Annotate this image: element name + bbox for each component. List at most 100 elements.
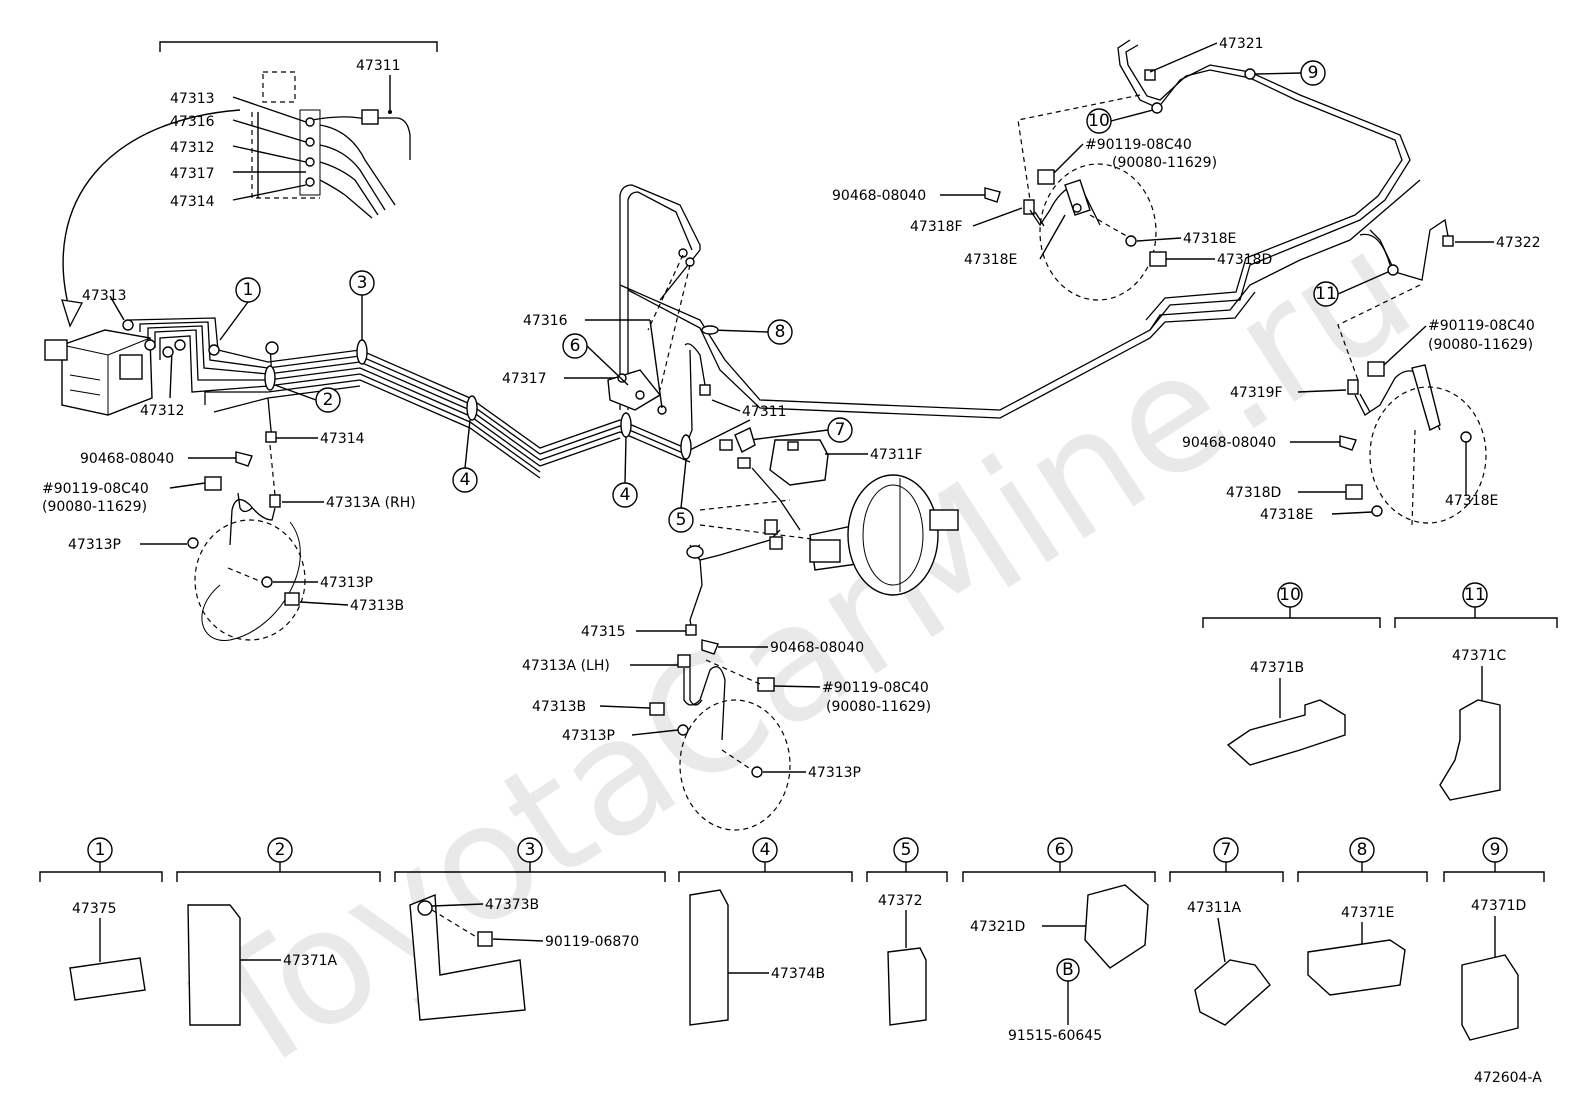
arrow-head-icon <box>61 299 83 328</box>
svg-text:10: 10 <box>1088 111 1110 131</box>
label-47317-mid: 47317 <box>502 371 547 387</box>
svg-text:9: 9 <box>1308 63 1319 83</box>
label-47311A: 47311A <box>1187 900 1242 916</box>
callout-3: 3 <box>349 270 375 296</box>
label-47316-mid: 47316 <box>523 313 568 329</box>
label-47313P-center-2: 47313P <box>808 765 861 781</box>
callout-6: 6 <box>562 333 588 359</box>
svg-text:4: 4 <box>460 470 471 490</box>
label-90468-center: 90468-08040 <box>770 640 864 656</box>
label-90468-top-right: 90468-08040 <box>832 188 926 204</box>
label-47371D: 47371D <box>1471 898 1526 914</box>
label-47311-inset: 47311 <box>356 58 401 74</box>
label-47313B-center: 47313B <box>532 699 586 715</box>
svg-text:2: 2 <box>275 840 286 860</box>
svg-text:5: 5 <box>676 510 687 530</box>
callout-10-top: 10 <box>1086 108 1112 134</box>
svg-text:2: 2 <box>323 390 334 410</box>
abs-actuator <box>44 329 153 416</box>
label-47373B: 47373B <box>485 897 539 913</box>
label-47374B: 47374B <box>771 966 825 982</box>
label-47313A-LH: 47313A (LH) <box>522 658 610 674</box>
label-47311-mid: 47311 <box>742 404 787 420</box>
label-47312-inset: 47312 <box>170 140 215 156</box>
label-47313P-left-2: 47313P <box>320 575 373 591</box>
svg-text:11: 11 <box>1464 585 1486 605</box>
label-47313B-left: 47313B <box>350 598 404 614</box>
callout-5: 5 <box>668 507 694 533</box>
svg-text:11: 11 <box>1315 284 1337 304</box>
svg-text:6: 6 <box>1055 840 1066 860</box>
label-90119-left: #90119-08C40 <box>42 481 149 497</box>
label-90119-06870: 90119-06870 <box>545 934 639 950</box>
label-47313A-RH: 47313A (RH) <box>326 495 416 511</box>
bracket-group-3: 3 <box>394 837 666 882</box>
callout-7: 7 <box>827 417 853 443</box>
label-90119-center: #90119-08C40 <box>822 680 929 696</box>
label-47316-inset: 47316 <box>170 114 215 130</box>
label-47321: 47321 <box>1219 36 1264 52</box>
callout-4-left: 4 <box>452 467 478 493</box>
label-47318D-2: 47318D <box>1226 485 1281 501</box>
svg-text:10: 10 <box>1279 585 1301 605</box>
label-47319F: 47319F <box>1230 385 1283 401</box>
bracket-group-1: 1 <box>39 837 163 882</box>
label-47312-abs: 47312 <box>140 403 185 419</box>
bracket-group-7: 7 <box>1169 837 1284 882</box>
label-90080-top-right: (90080-11629) <box>1112 155 1217 171</box>
bracket-group-2: 2 <box>176 837 381 882</box>
label-47318F: 47318F <box>910 219 963 235</box>
bracket-group-4: 4 <box>678 837 853 882</box>
label-47318D-1: 47318D <box>1217 252 1272 268</box>
label-47371A: 47371A <box>283 953 338 969</box>
label-47313P-center-1: 47313P <box>562 728 615 744</box>
svg-text:1: 1 <box>243 280 254 300</box>
inset-abs-connections <box>159 41 438 219</box>
label-47371B: 47371B <box>1250 660 1304 676</box>
label-90468-right: 90468-08040 <box>1182 435 1276 451</box>
label-47313-abs: 47313 <box>82 288 127 304</box>
svg-text:4: 4 <box>760 840 771 860</box>
svg-text:4: 4 <box>620 485 631 505</box>
label-91515-60645: 91515-60645 <box>1008 1028 1102 1044</box>
callout-10-detail: 10 <box>1277 582 1303 608</box>
label-47314-mid: 47314 <box>320 431 365 447</box>
label-47371E: 47371E <box>1341 905 1394 921</box>
callout-1: 1 <box>235 277 261 303</box>
label-47372: 47372 <box>878 893 923 909</box>
svg-text:B: B <box>1062 960 1074 980</box>
svg-text:5: 5 <box>901 840 912 860</box>
svg-text:9: 9 <box>1490 840 1501 860</box>
label-47314-inset: 47314 <box>170 194 215 210</box>
bracket-group-5: 5 <box>866 837 948 882</box>
label-47318E-4: 47318E <box>1445 493 1498 509</box>
bracket-group-9: 9 <box>1443 837 1545 882</box>
diagram-code: 472604-A <box>1474 1070 1542 1086</box>
callout-B: B <box>1056 958 1080 982</box>
bracket-group-6: 6 <box>962 837 1156 882</box>
pipe-bundle-front <box>129 317 751 479</box>
curved-arrow-icon <box>62 109 241 313</box>
svg-text:8: 8 <box>775 322 786 342</box>
label-47321D: 47321D <box>970 919 1025 935</box>
label-90468-left: 90468-08040 <box>80 451 174 467</box>
callout-11-detail: 11 <box>1462 582 1488 608</box>
label-47318E-2: 47318E <box>964 252 1017 268</box>
label-90119-right: #90119-08C40 <box>1428 318 1535 334</box>
brake-booster <box>809 474 959 596</box>
callout-11-top: 11 <box>1313 281 1339 307</box>
label-47313-inset: 47313 <box>170 91 215 107</box>
svg-text:8: 8 <box>1357 840 1368 860</box>
svg-text:3: 3 <box>357 273 368 293</box>
svg-text:1: 1 <box>95 840 106 860</box>
label-47315: 47315 <box>581 624 626 640</box>
label-90119-top-right: #90119-08C40 <box>1085 137 1192 153</box>
callout-2: 2 <box>315 387 341 413</box>
callout-8: 8 <box>767 319 793 345</box>
svg-text:7: 7 <box>1221 840 1232 860</box>
svg-text:3: 3 <box>525 840 536 860</box>
label-47371C: 47371C <box>1452 648 1507 664</box>
callout-4-center: 4 <box>612 482 638 508</box>
label-47318E-3: 47318E <box>1260 507 1313 523</box>
